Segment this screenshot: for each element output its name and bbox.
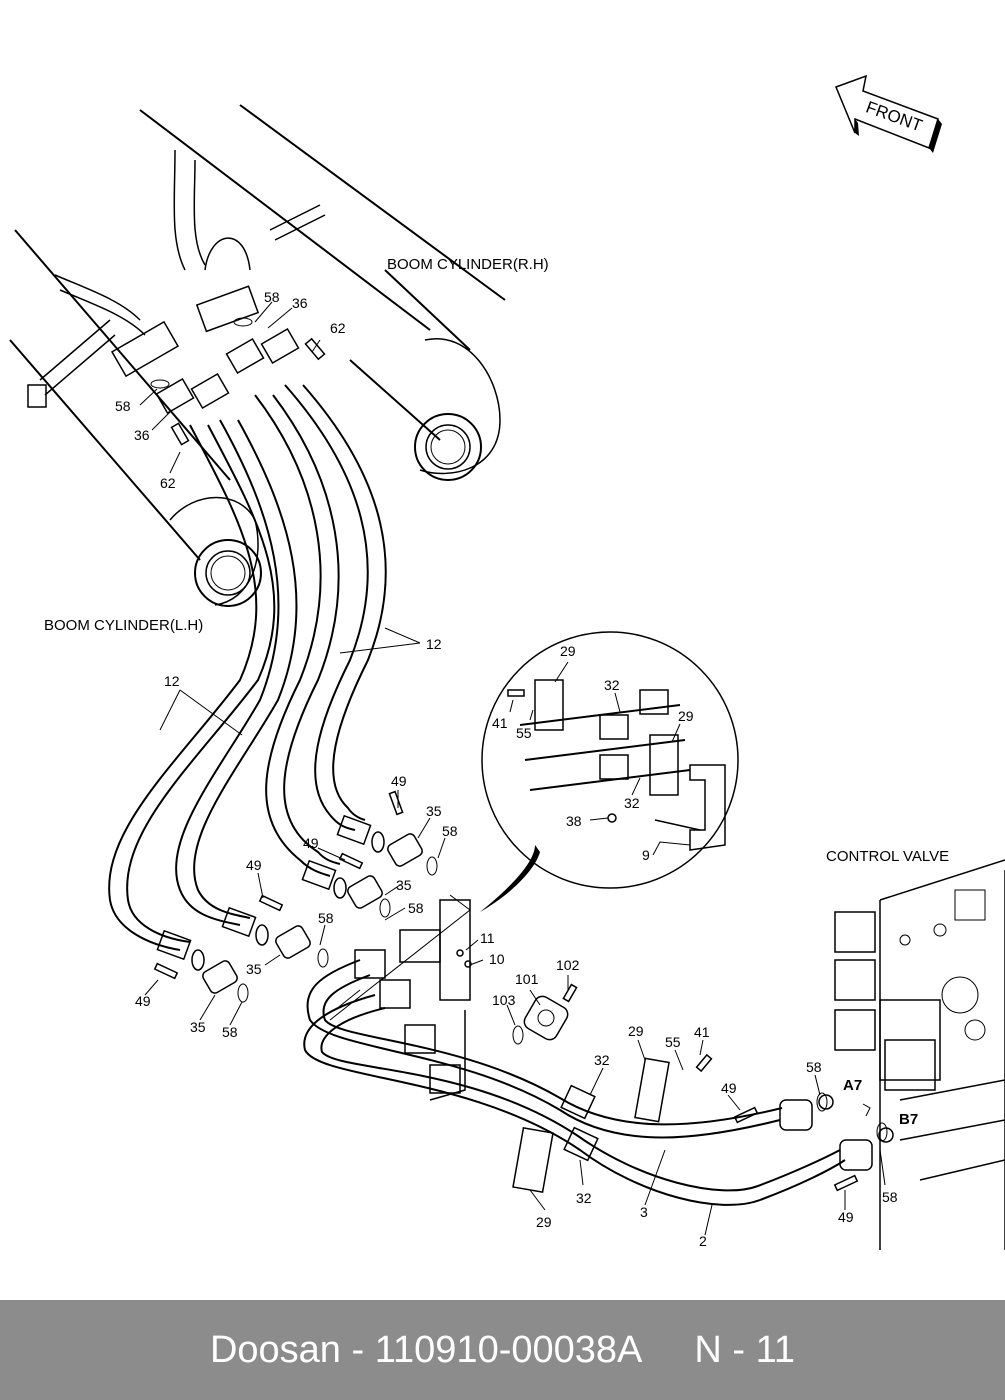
- part-label: 12: [426, 636, 442, 652]
- part-label: 32: [576, 1190, 592, 1206]
- part-label: 32: [624, 795, 640, 811]
- caption-boom-lh: BOOM CYLINDER(L.H): [44, 617, 203, 634]
- part-label: 35: [396, 877, 412, 893]
- boom-cylinder-rh: [139, 104, 506, 481]
- part-label: 29: [536, 1214, 552, 1230]
- part-label: 29: [628, 1023, 644, 1039]
- part-label: 29: [560, 643, 576, 659]
- part-label: 35: [426, 803, 442, 819]
- part-label: 62: [330, 320, 346, 336]
- port-b7-label: B7: [899, 1111, 918, 1128]
- part-label: 29: [678, 708, 694, 724]
- part-label: 55: [665, 1034, 681, 1050]
- part-label: 103: [492, 992, 516, 1008]
- control-valve: [834, 859, 1005, 1250]
- part-label: 12: [164, 673, 180, 689]
- hydraulic-parts-diagram: FRONT: [9, 74, 1005, 1250]
- part-label: 101: [515, 971, 539, 987]
- footer-page-ref: N - 11: [694, 1328, 796, 1371]
- part-label: 55: [516, 725, 532, 741]
- leader-lines: [139, 301, 886, 1236]
- cylinder-fittings: [150, 317, 326, 446]
- part-label: 58: [264, 289, 280, 305]
- part-label: 58: [222, 1024, 238, 1040]
- part-label: 35: [190, 1019, 206, 1035]
- part-label: 36: [292, 295, 308, 311]
- footer-brand: Doosan: [209, 1328, 341, 1371]
- port-a7-label: A7: [843, 1077, 862, 1094]
- part-label: 49: [838, 1209, 854, 1225]
- part-label: 32: [594, 1052, 610, 1068]
- part-label: 49: [721, 1080, 737, 1096]
- part-label: 32: [604, 677, 620, 693]
- boom-cylinder-lh: [9, 229, 262, 607]
- diagram-drawing: FRONT: [9, 74, 1005, 1250]
- part-label: 35: [246, 961, 262, 977]
- part-label: 49: [303, 835, 319, 851]
- caption-boom-rh: BOOM CYLINDER(R.H): [387, 256, 549, 273]
- hoses-12: [108, 384, 387, 951]
- caption-control-valve: CONTROL VALVE: [826, 848, 949, 865]
- part-label: 41: [492, 715, 508, 731]
- part-label: 11: [480, 930, 495, 946]
- footer-separator: -: [351, 1328, 365, 1371]
- part-label: 49: [246, 857, 262, 873]
- hose-end-fittings: [153, 790, 438, 1003]
- part-label: 58: [442, 823, 458, 839]
- detail-view-circle: [480, 631, 739, 912]
- part-label: 58: [882, 1189, 898, 1205]
- part-label: 49: [391, 773, 407, 789]
- part-label: 2: [699, 1233, 707, 1249]
- part-label: 58: [115, 398, 131, 414]
- part-label: 58: [806, 1059, 822, 1075]
- footer-bar: Doosan - 110910-00038A N - 11: [0, 1300, 1005, 1400]
- part-label: 62: [160, 475, 176, 491]
- footer-part-number: 110910-00038A: [374, 1328, 643, 1371]
- part-label: 38: [566, 813, 582, 829]
- part-label: 10: [489, 951, 505, 967]
- part-label: 102: [556, 957, 580, 973]
- part-label: 49: [135, 993, 151, 1009]
- part-label: 3: [640, 1204, 648, 1220]
- front-arrow-icon: FRONT: [835, 74, 942, 153]
- part-label: 58: [318, 910, 334, 926]
- steel-pipes: [303, 959, 894, 1206]
- part-label: 58: [408, 900, 424, 916]
- pipe-clamp-assembly: [354, 899, 888, 1194]
- part-label: 9: [642, 847, 650, 863]
- part-label: 36: [134, 427, 150, 443]
- part-label: 41: [694, 1024, 710, 1040]
